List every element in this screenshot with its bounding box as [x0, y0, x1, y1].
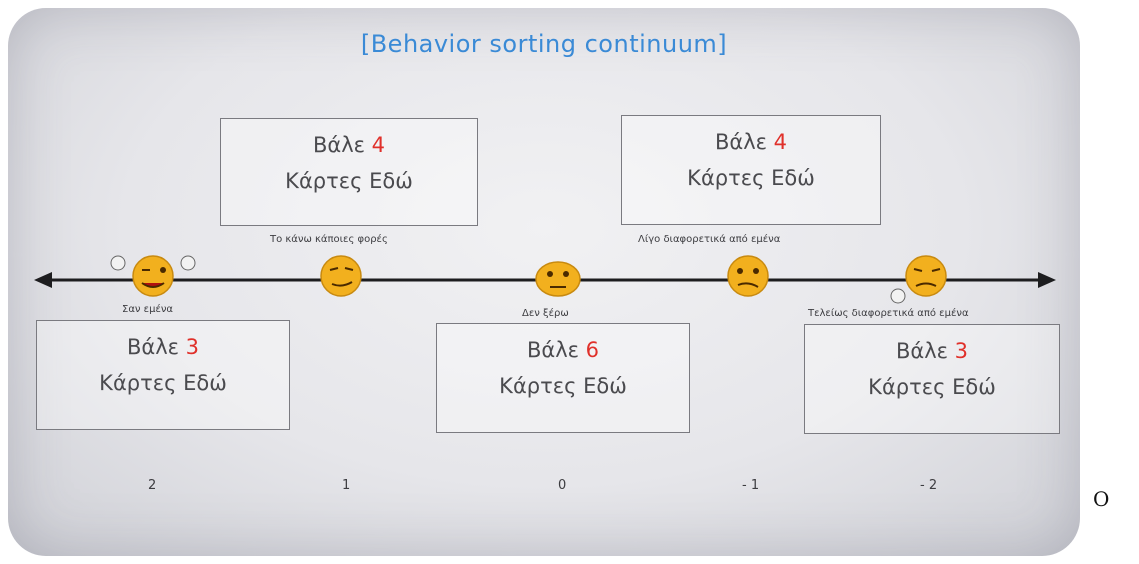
card-prefix: Βάλε [714, 130, 774, 154]
thinking-thumbs-down-emoji-icon [890, 255, 947, 304]
card-prefix: Βάλε [126, 335, 186, 359]
card-count: 3 [185, 335, 200, 359]
card-prefix: Βάλε [526, 338, 586, 362]
smirking-emoji-icon [320, 255, 362, 297]
sorting-poster: [Behavior sorting continuum] [8, 8, 1080, 556]
poster-title: [Behavior sorting continuum] [360, 30, 728, 58]
shrugging-emoji-icon [535, 261, 581, 297]
scale-value: 2 [148, 478, 157, 493]
card-count: 6 [585, 338, 600, 362]
scale-value: 0 [558, 478, 567, 493]
label-somewhat-different: Λίγο διαφορετικά από εμένα [638, 234, 781, 245]
doubtful-emoji-icon [727, 255, 769, 297]
card-text: Κάρτες Εδώ [868, 375, 996, 399]
trailing-letter: O [1093, 487, 1110, 511]
label-sometimes: Το κάνω κάποιες φορές [270, 234, 388, 245]
card-completely-different: Βάλε 3 Κάρτες Εδώ [804, 324, 1060, 434]
label-completely-different: Τελείως διαφορετικά από εμένα [808, 308, 969, 319]
continuum-axis [34, 255, 1056, 304]
label-dont-know: Δεν ξέρω [522, 308, 569, 319]
winking-thumbs-up-emoji-icon [110, 255, 196, 297]
card-somewhat-different: Βάλε 4 Κάρτες Εδώ [621, 115, 881, 225]
card-like-me: Βάλε 3 Κάρτες Εδώ [36, 320, 290, 430]
card-count: 4 [371, 133, 386, 157]
scale-value: - 1 [742, 478, 760, 493]
scale-value: 1 [342, 478, 351, 493]
label-like-me: Σαν εμένα [122, 304, 174, 315]
card-text: Κάρτες Εδώ [687, 166, 815, 190]
card-prefix: Βάλε [312, 133, 372, 157]
card-count: 3 [954, 339, 969, 363]
card-text: Κάρτες Εδώ [499, 374, 627, 398]
scale-value: - 2 [920, 478, 938, 493]
card-text: Κάρτες Εδώ [285, 169, 413, 193]
card-prefix: Βάλε [895, 339, 955, 363]
right-arrowhead [1038, 272, 1056, 288]
card-text: Κάρτες Εδώ [99, 371, 227, 395]
card-sometimes: Βάλε 4 Κάρτες Εδώ [220, 118, 478, 226]
left-arrowhead [34, 272, 52, 288]
card-count: 4 [773, 130, 788, 154]
card-dont-know: Βάλε 6 Κάρτες Εδώ [436, 323, 690, 433]
